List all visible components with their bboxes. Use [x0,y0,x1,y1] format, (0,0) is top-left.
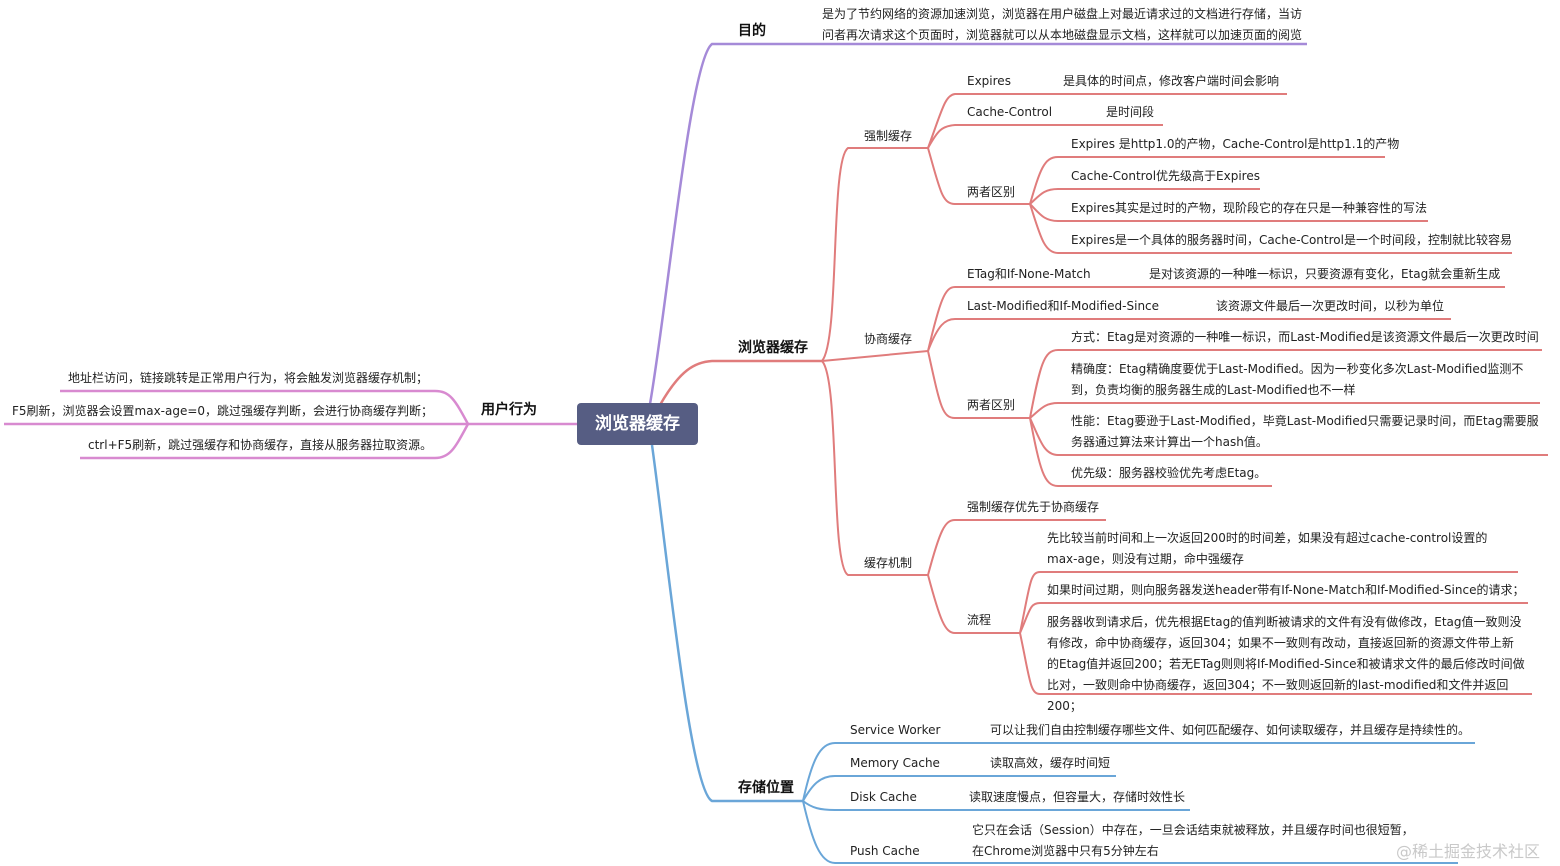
negotiated-diff-item: 方式：Etag是对资源的一种唯一标识，而Last-Modified是该资源文件最… [1071,330,1539,344]
connector-forced-expires [927,93,1287,149]
connector-mech-priority [927,519,1106,576]
storage-item-label[interactable]: Service Worker [850,723,941,737]
storage-item-label[interactable]: Push Cache [850,844,920,858]
flow-node[interactable]: 流程 [967,613,992,627]
flow-item: 服务器收到请求后，优先根据Etag的值判断被请求的文件有没有做修改，Etag值一… [1047,615,1525,713]
connector-forced-diff-1 [1029,156,1385,205]
connector-user-3 [80,423,470,460]
etag-desc: 是对该资源的一种唯一标识，只要资源有变化，Etag就会重新生成 [1149,267,1501,281]
cache-control-desc: 是时间段 [1106,105,1155,119]
connector-storage-dc [802,800,1190,811]
connector-forced-diff [927,147,1030,205]
connector-flow-1 [1019,571,1518,634]
negotiated-diff-item: 优先级：服务器校验优先考虑Etag。 [1071,466,1267,480]
expires-label[interactable]: Expires [967,74,1011,88]
user-behavior-item: 地址栏访问，链接跳转是正常用户行为，将会触发浏览器缓存机制； [68,371,429,385]
cache-mechanism-node[interactable]: 缓存机制 [864,556,913,570]
browser-cache-node[interactable]: 浏览器缓存 [738,340,808,356]
expires-desc: 是具体的时间点，修改客户端时间会影响 [1063,74,1280,88]
storage-item-label[interactable]: Disk Cache [850,790,917,804]
connector-mech-flow [927,574,1020,634]
connector-storage-sw [802,742,1475,802]
etag-label[interactable]: ETag和If-None-Match [967,267,1091,281]
storage-connectors [650,444,1475,864]
negotiated-cache-node[interactable]: 协商缓存 [864,332,913,346]
watermark: @稀土掘金技术社区 [1396,842,1541,861]
connector-forced-diff-2 [1029,188,1260,205]
storage-item-desc: 可以让我们自由控制缓存哪些文件、如何匹配缓存、如何读取缓存，并且缓存是持续性的。 [990,723,1471,737]
negotiated-diff-item: 精确度：Etag精确度要优于Last-Modified。因为一秒变化多次Last… [1071,362,1524,397]
connector-neg-diff-4 [1029,417,1272,487]
connector-storage-mc [802,775,1116,802]
user-behavior-connectors [4,389,577,460]
flow-item: 如果时间过期，则向服务器发送header带有If-None-Match和If-M… [1047,583,1525,597]
connector-neg-etag [927,286,1505,352]
user-behavior-item: ctrl+F5刷新，跳过强缓存和协商缓存，直接从服务器拉取资源。 [88,438,433,452]
connector-user-1 [60,389,470,425]
connector-neg-diff-3 [1029,417,1548,456]
user-behavior-item: F5刷新，浏览器会设置max-age=0，跳过强缓存判断，会进行协商缓存判断； [12,404,434,418]
root-node[interactable]: 浏览器缓存 [577,403,698,445]
purpose-node[interactable]: 目的 [738,23,766,39]
last-modified-desc: 该资源文件最后一次更改时间，以秒为单位 [1216,299,1445,313]
purpose-connectors [648,42,1307,405]
connector-root-browser-cache [658,359,822,406]
negotiated-diff-node[interactable]: 两者区别 [967,398,1016,412]
user-behavior-node[interactable]: 用户行为 [481,402,537,418]
cache-control-label[interactable]: Cache-Control [967,105,1053,119]
connector-root-purpose [648,42,776,405]
forced-cache-node[interactable]: 强制缓存 [864,129,913,143]
forced-diff-node[interactable]: 两者区别 [967,185,1016,199]
flow-item: 先比较当前时间和上一次返回200时的时间差，如果没有超过cache-contro… [1047,531,1488,566]
browser-cache-connectors [658,93,1548,695]
connector-root-storage [650,444,803,803]
connector-forced-diff-4 [1029,203,1512,254]
connector-bc-negotiated [821,350,929,362]
forced-diff-item: Cache-Control优先级高于Expires [1071,169,1260,183]
connector-flow-3 [1019,632,1532,695]
forced-diff-item: Expires 是http1.0的产物，Cache-Control是http1.… [1071,137,1400,151]
storage-item-label[interactable]: Memory Cache [850,756,940,770]
forced-diff-item: Expires是一个具体的服务器时间，Cache-Control是一个时间段，控… [1071,233,1512,247]
storage-item-desc: 读取速度慢点，但容量大，存储时效性长 [969,790,1186,804]
storage-node[interactable]: 存储位置 [738,780,794,796]
connector-neg-diff-2 [1029,402,1540,419]
forced-diff-item: Expires其实是过时的产物，现阶段它的存在只是一种兼容性的写法 [1071,201,1427,215]
connector-bc-forced [821,147,928,362]
connector-bc-mechanism [821,360,928,576]
connector-flow-2 [1019,602,1528,634]
storage-item-desc: 读取高效，缓存时间短 [990,756,1111,770]
storage-item-desc: 它只在会话（Session）中存在，一旦会话结束就被释放，并且缓存时间也很短暂，… [972,823,1414,858]
connector-neg-lm [927,318,1451,352]
connector-neg-diff [927,350,1030,419]
last-modified-label[interactable]: Last-Modified和If-Modified-Since [967,299,1160,313]
connector-neg-diff-1 [1029,349,1542,419]
connector-forced-diff-3 [1029,203,1428,222]
connector-forced-cc [927,124,1163,149]
purpose-text: 是为了节约网络的资源加速浏览，浏览器在用户磁盘上对最近请求过的文档进行存储，当访… [822,7,1303,42]
mechanism-priority: 强制缓存优先于协商缓存 [967,500,1100,514]
negotiated-diff-item: 性能：Etag要逊于Last-Modified，毕竟Last-Modified只… [1071,414,1539,449]
connector-storage-pc [802,800,1458,864]
